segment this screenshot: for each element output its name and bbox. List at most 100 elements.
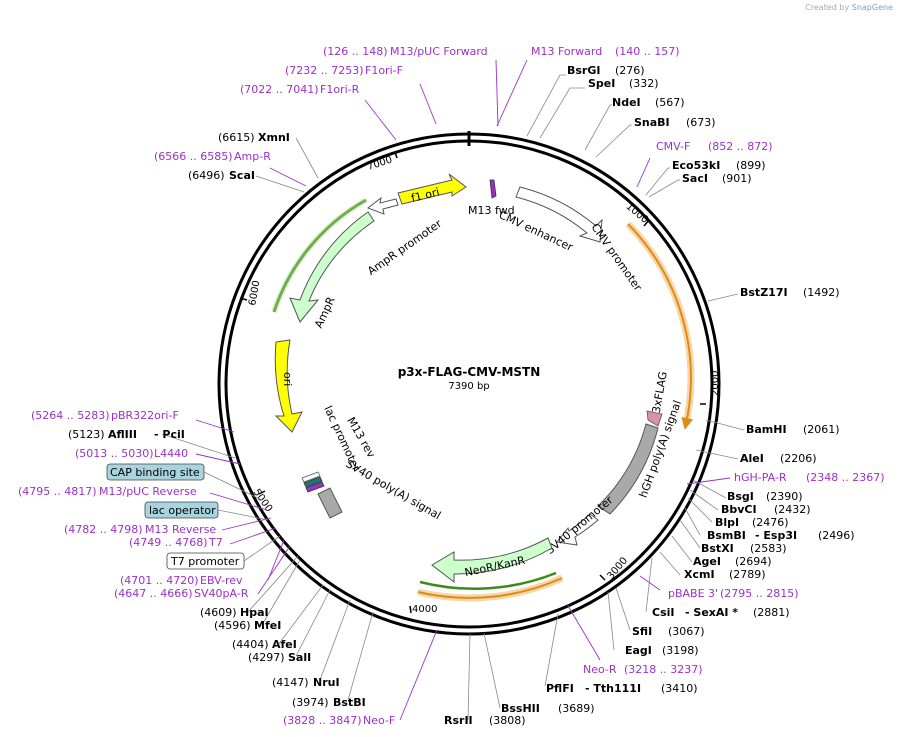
svg-text:(2390): (2390) (766, 490, 803, 503)
svg-text:(140 .. 157): (140 .. 157) (615, 45, 680, 58)
hgh-polya[interactable] (597, 423, 659, 515)
svg-text:(2795 .. 2815): (2795 .. 2815) (720, 587, 799, 600)
sv40-promoter-arrow[interactable] (556, 513, 599, 546)
ampr-promoter-arrow[interactable] (366, 196, 399, 215)
ampr-promoter-label: AmpR promoter (365, 217, 444, 278)
m13-rev-marker[interactable] (305, 481, 325, 493)
primer-f1ori-f: F1ori-F (365, 64, 403, 77)
svg-text:1000: 1000 (624, 201, 651, 226)
f1-ori-arrow[interactable] (397, 173, 467, 205)
svg-text:(4297): (4297) (248, 651, 285, 664)
sv40-polya[interactable] (317, 487, 343, 519)
svg-text:(899): (899) (736, 159, 766, 172)
svg-text:(3218 .. 3237): (3218 .. 3237) (624, 663, 703, 676)
site-scai: ScaI (229, 169, 255, 182)
primer-labels: (126 .. 148) M13/pUC Forward M13 Forward… (18, 45, 885, 727)
site-tth111i: - Tth111I (585, 682, 641, 695)
svg-text:(4701 .. 4720): (4701 .. 4720) (120, 574, 199, 587)
svg-text:(2694): (2694) (735, 555, 772, 568)
cap-binding-site: CAP binding site (110, 466, 200, 479)
svg-text:(3689): (3689) (558, 702, 595, 715)
primer-pbabe3: pBABE 3' (668, 587, 718, 600)
site-csii: CsiI (652, 606, 674, 619)
site-esp3i: - Esp3I (755, 529, 797, 542)
svg-text:(276): (276) (615, 64, 645, 77)
primer-cmv-f: CMV-F (656, 140, 690, 153)
ampr-orf-halo (271, 197, 368, 313)
t7-promoter: T7 promoter (170, 555, 240, 568)
primer-lines (195, 59, 731, 721)
neo-orf-green (419, 571, 557, 591)
primer-l4440: L4440 (154, 447, 188, 460)
tick-1000: 1000 (624, 201, 651, 227)
ampr-arrow[interactable] (289, 211, 375, 323)
svg-text:(901): (901) (722, 172, 752, 185)
site-sexai: - SexAI * (685, 606, 738, 619)
svg-text:(3198): (3198) (662, 644, 699, 657)
svg-text:6000: 6000 (247, 280, 262, 307)
site-lines (161, 74, 745, 721)
neo-kan-arrow[interactable] (431, 537, 553, 584)
svg-text:(2061): (2061) (803, 423, 840, 436)
m13-fwd-marker[interactable] (489, 179, 497, 199)
svg-text:(6566 .. 6585): (6566 .. 6585) (154, 150, 233, 163)
sv40-promoter-label: SV40 promoter (543, 493, 615, 557)
restriction-labels-left: (3974) BstBI (4147) NruI (4297) SalI (44… (68, 131, 366, 709)
flag-label: 3xFLAG (650, 370, 670, 414)
svg-text:(4596): (4596) (214, 619, 251, 632)
flag-tag[interactable] (646, 410, 663, 427)
svg-text:(3974): (3974) (292, 696, 329, 709)
primer-f1ori-r: F1ori-R (320, 83, 360, 96)
svg-text:7000: 7000 (366, 155, 394, 173)
primer-m13-puc-reverse: M13/pUC Reverse (99, 485, 197, 498)
primer-sv40pa-r: SV40pA-R (194, 587, 249, 600)
site-mfei: MfeI (254, 619, 281, 632)
site-bstz17i: BstZ17I (740, 286, 788, 299)
primer-m13-puc-forward: M13/pUC Forward (390, 45, 488, 58)
m13-fwd-label: M13 fwd (468, 204, 515, 217)
site-bsgi: BsgI (727, 490, 754, 503)
primer-pbr322ori-f: pBR322ori-F (111, 409, 179, 422)
svg-text:(673): (673) (686, 116, 716, 129)
ori-arrow[interactable] (274, 339, 303, 433)
svg-text:(332): (332) (629, 77, 659, 90)
snapgene-brand: SnapGene (851, 3, 893, 12)
site-eagi: EagI (625, 644, 652, 657)
site-blpi: BlpI (715, 516, 739, 529)
svg-text:(852 .. 872): (852 .. 872) (708, 140, 773, 153)
site-bsshii: BssHII (501, 702, 540, 715)
ampr-orf-line (272, 198, 367, 313)
site-bstxi: BstXI (701, 542, 734, 555)
site-ndei: NdeI (612, 96, 641, 109)
svg-text:(2789): (2789) (729, 568, 766, 581)
site-eco53ki: Eco53kI (672, 159, 720, 172)
site-rsrii: RsrII (444, 714, 473, 727)
ori-label: ori (281, 372, 294, 386)
site-afliii: AflIII (108, 428, 137, 441)
svg-text:(4609): (4609) (200, 606, 237, 619)
site-snabi: SnaBI (634, 116, 670, 129)
svg-text:(567): (567) (655, 96, 685, 109)
primer-neo-f: Neo-F (363, 714, 395, 727)
site-bstbi: BstBI (333, 696, 366, 709)
site-bsrgi: BsrGI (567, 64, 600, 77)
svg-text:(3808): (3808) (489, 714, 526, 727)
svg-text:(6615): (6615) (218, 131, 255, 144)
svg-text:(2432): (2432) (774, 503, 811, 516)
primer-hgh-pa-r: hGH-PA-R (734, 471, 787, 484)
plasmid-length: 7390 bp (448, 381, 489, 392)
svg-text:4000: 4000 (412, 604, 437, 615)
restriction-labels-right: BsrGI (276) SpeI (332) NdeI (567) SnaBI … (444, 64, 855, 727)
primer-ebv-rev: EBV-rev (200, 574, 243, 587)
svg-text:(7232 .. 7253): (7232 .. 7253) (285, 64, 364, 77)
lac-promoter-arrow[interactable] (301, 471, 321, 483)
primer-neo-r: Neo-R (583, 663, 617, 676)
svg-text:(2881): (2881) (753, 606, 790, 619)
svg-text:(2476): (2476) (752, 516, 789, 529)
lac-operator-mark[interactable] (303, 476, 323, 488)
site-spei: SpeI (588, 77, 615, 90)
svg-text:(6496): (6496) (188, 169, 225, 182)
cmv-enhancer-arrow[interactable] (515, 186, 603, 243)
svg-text:(3828 .. 3847): (3828 .. 3847) (283, 714, 362, 727)
svg-text:(4147): (4147) (272, 676, 309, 689)
